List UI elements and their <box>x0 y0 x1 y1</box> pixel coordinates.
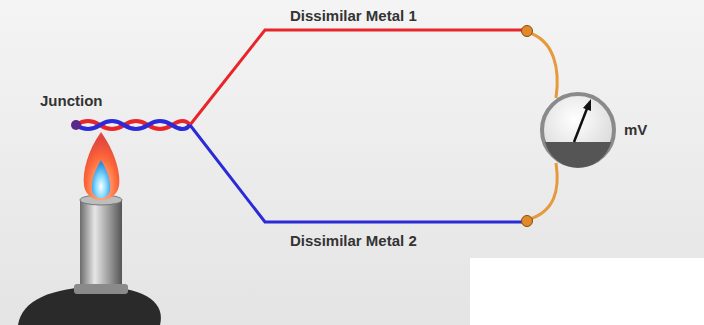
white-panel <box>470 258 704 325</box>
metal-2-wire <box>190 125 525 222</box>
flame-outer <box>84 132 120 200</box>
meter-needle <box>574 106 588 142</box>
twisted-blue <box>76 121 190 129</box>
millivoltmeter <box>542 94 614 168</box>
terminal <box>522 216 533 227</box>
junction-label: Junction <box>40 92 103 110</box>
burner-tube <box>80 200 122 292</box>
meter-lead-bottom <box>527 163 557 220</box>
meter-base <box>545 142 611 168</box>
wire-label: Dissimilar Metal 1 <box>290 7 417 25</box>
metal-1-wire <box>190 30 525 125</box>
meter-lead-top <box>527 32 557 98</box>
needle-head <box>583 99 591 111</box>
bunsen-burner <box>18 195 161 325</box>
twisted-red <box>76 121 190 129</box>
flame-inner <box>92 160 110 198</box>
burner-collar <box>74 284 128 294</box>
wire-label: Dissimilar Metal 2 <box>290 232 417 250</box>
junction-dot <box>71 120 81 130</box>
unit-label: mV <box>624 121 647 139</box>
terminal <box>522 26 533 37</box>
